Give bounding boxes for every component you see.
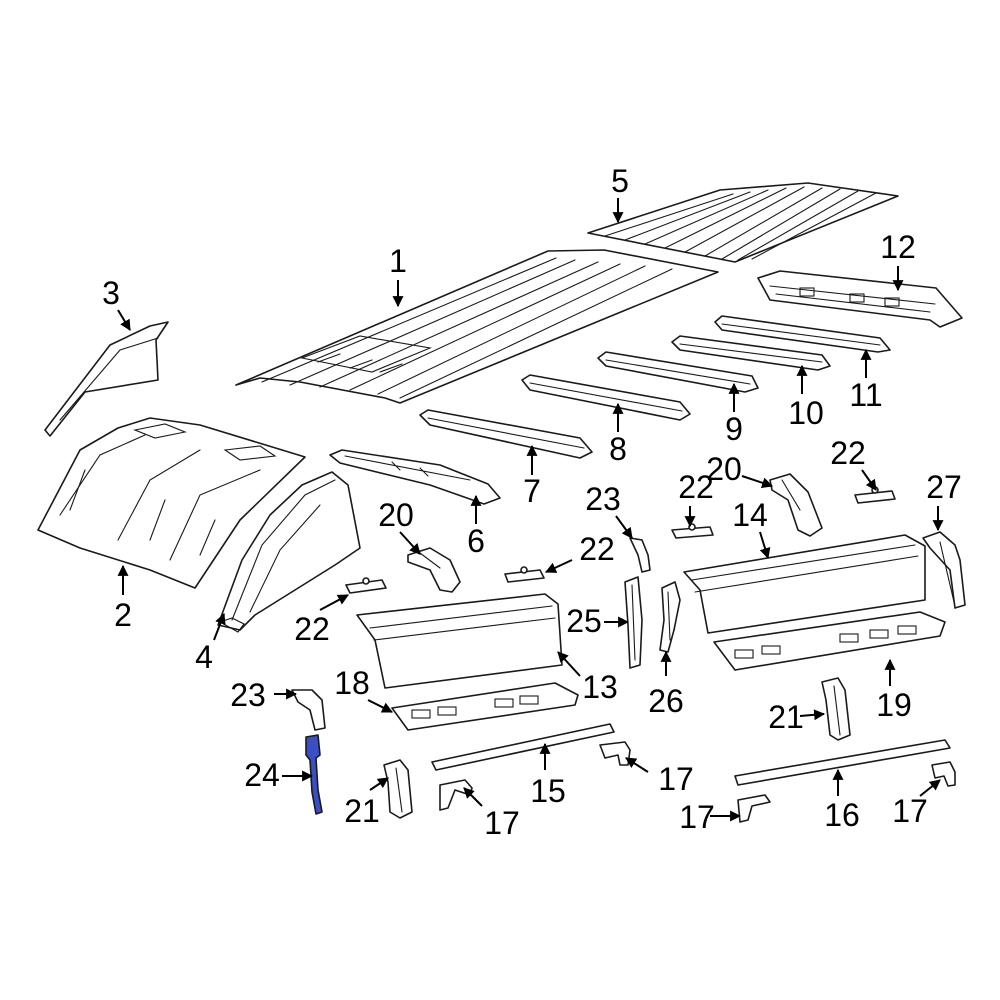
callout-22c: 22 [678,469,714,505]
part-12-rear-header [757,270,963,328]
callout-2: 2 [114,597,132,633]
part-5-rear-roof-panel [587,182,899,263]
callout-21b: 21 [768,699,804,735]
callout-17d: 17 [892,793,928,829]
callout-labels: 1 2 3 4 5 6 7 8 9 10 11 12 13 14 15 16 1… [102,163,962,841]
part-4-roof-rail [217,471,361,633]
callout-14: 14 [732,497,768,533]
callout-26: 26 [648,683,684,719]
part-13-left-side-panel [356,593,563,689]
callout-17a: 17 [484,805,520,841]
callout-18: 18 [334,665,370,701]
part-17a-clip [439,779,473,811]
part-15-left-sill [431,723,615,771]
leader-21b [799,709,826,721]
leader-14 [759,531,771,560]
part-24-pillar-highlighted [305,734,323,815]
part-20b-gusset [769,473,823,537]
leader-3 [117,309,131,331]
part-20a-gusset [407,547,461,593]
part-10-roof-bow [671,335,831,371]
part-14-right-side-panel [683,534,926,634]
leader-18 [367,699,393,713]
part-16-right-sill [734,739,951,786]
part-17d-clip [931,761,956,787]
leader-arrows [117,198,944,822]
leader-22a [319,594,349,611]
leader-17d [919,779,941,797]
callout-25: 25 [566,603,602,639]
leader-21a [369,777,389,791]
callout-3: 3 [102,275,120,311]
part-17b-clip [599,741,631,766]
leader-17a [463,787,483,807]
part-26-pillar [659,581,681,653]
part-9-roof-bow [597,351,759,393]
leader-13 [557,651,581,677]
callout-20a: 20 [378,497,414,533]
part-22c-bracket [671,523,714,539]
callout-21a: 21 [344,793,380,829]
callout-23b: 23 [230,677,266,713]
callout-12: 12 [880,229,916,265]
callout-23a: 23 [585,481,621,517]
callout-24: 24 [244,757,280,793]
part-2-front-roof-cap [37,417,306,589]
leader-22b [545,559,573,573]
callout-9: 9 [725,411,743,447]
part-11-roof-bow [714,315,891,353]
part-22d-bracket [854,486,896,504]
callout-16: 16 [824,797,860,833]
callout-17b: 17 [658,761,694,797]
callout-6: 6 [467,523,485,559]
callout-10: 10 [788,395,824,431]
part-21a-bracket [383,759,413,819]
leader-22d [861,469,877,491]
callout-7: 7 [523,473,541,509]
part-1-roof-panel [235,249,719,404]
part-23b-corner-cap [291,689,326,731]
callout-22a: 22 [294,611,330,647]
part-18-left-crossmember [391,682,579,731]
part-22b-bracket [504,566,545,583]
callout-27: 27 [926,469,962,505]
callout-20b: 20 [706,451,742,487]
leader-20b [741,475,774,489]
callout-17c: 17 [679,799,715,835]
callout-11: 11 [849,377,882,413]
callout-19: 19 [876,687,912,723]
part-17c-clip [737,794,771,823]
part-8-roof-bow [521,374,691,421]
part-22a-bracket [345,577,387,594]
callout-22d: 22 [830,435,866,471]
callout-4: 4 [195,639,213,675]
part-7-roof-bow [419,409,593,459]
callout-1: 1 [389,243,407,279]
leader-17b [625,757,649,773]
leader-20a [399,531,421,555]
callout-5: 5 [611,163,629,199]
callout-15: 15 [530,773,566,809]
part-23a-corner-cap [629,537,651,573]
leader-4 [213,612,226,641]
part-6-roof-bow [329,449,501,505]
part-19-right-crossmember [713,611,946,671]
part-3-pillar-trim [44,321,169,437]
callout-13: 13 [582,669,618,705]
callout-22b: 22 [579,531,615,567]
callout-8: 8 [609,431,627,467]
part-21b-bracket [821,677,851,741]
leader-23a [615,515,633,539]
part-27-corner-pillar [922,531,966,609]
